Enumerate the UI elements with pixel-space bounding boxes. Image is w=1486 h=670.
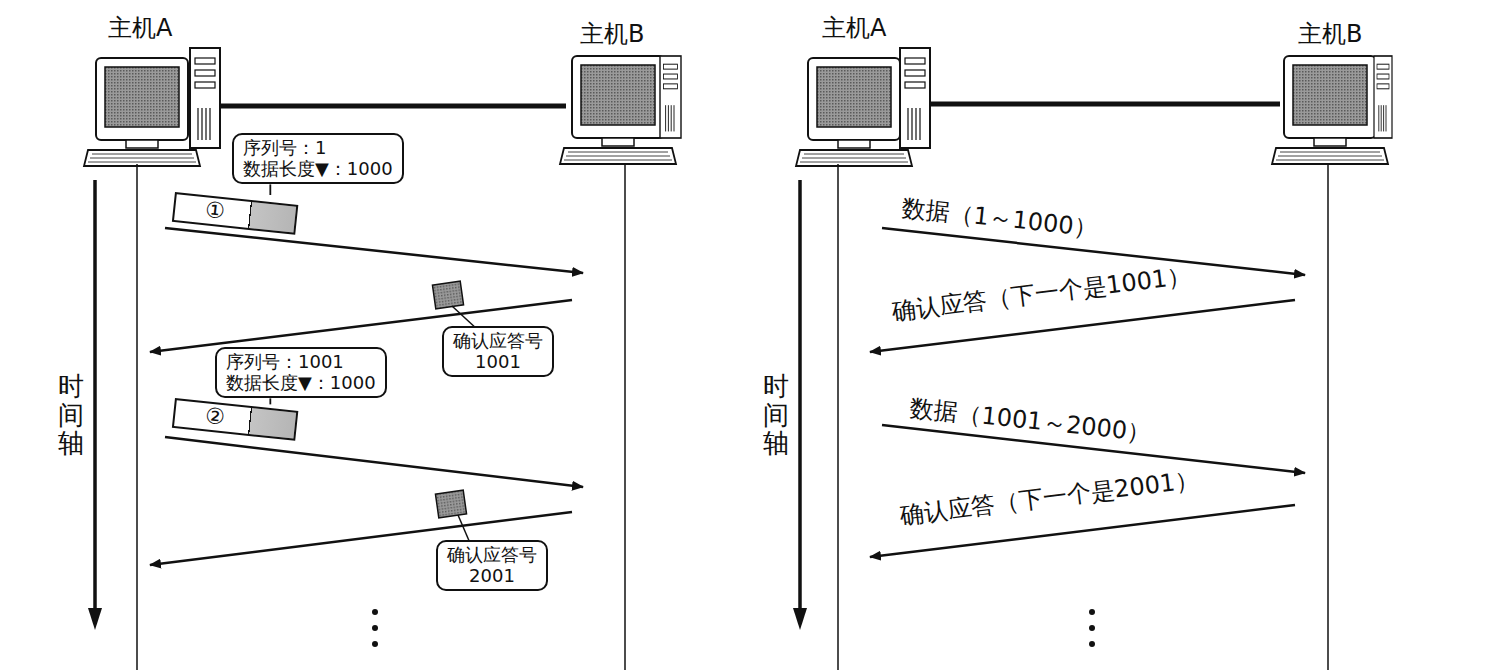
callout-box: 确认应答号1001 — [442, 326, 554, 377]
host-label: 主机B — [1298, 18, 1362, 50]
callout-number: ② — [204, 405, 226, 429]
callout-text: 数据长度▼：1000 — [226, 373, 376, 394]
leader-line — [269, 398, 271, 404]
host-label: 主机B — [580, 18, 644, 50]
callout-text: 序列号：1001 — [226, 352, 376, 373]
packet-segment: ① — [172, 192, 298, 235]
callout-number: ① — [204, 199, 226, 223]
callout-text: 1001 — [453, 352, 543, 373]
leader-line — [269, 184, 271, 195]
host-label: 主机A — [822, 12, 886, 44]
callout-box: 序列号：1数据长度▼：1000 — [232, 133, 404, 184]
axis-label: 时间轴 — [763, 372, 789, 458]
callout-text: 序列号：1 — [243, 138, 393, 159]
callout-box: 确认应答号2001 — [436, 540, 548, 591]
callout-text: 确认应答号 — [447, 545, 537, 566]
callout-box: 序列号：1001数据长度▼：1000 — [215, 347, 387, 398]
callout-text: 确认应答号 — [453, 331, 543, 352]
axis-label: 时间轴 — [58, 372, 84, 458]
host-label: 主机A — [108, 12, 172, 44]
message-label: 数据（1～1000） — [900, 192, 1099, 244]
packet-segment: ② — [172, 398, 298, 441]
callout-text: 数据长度▼：1000 — [243, 159, 393, 180]
callout-text: 2001 — [447, 566, 537, 587]
